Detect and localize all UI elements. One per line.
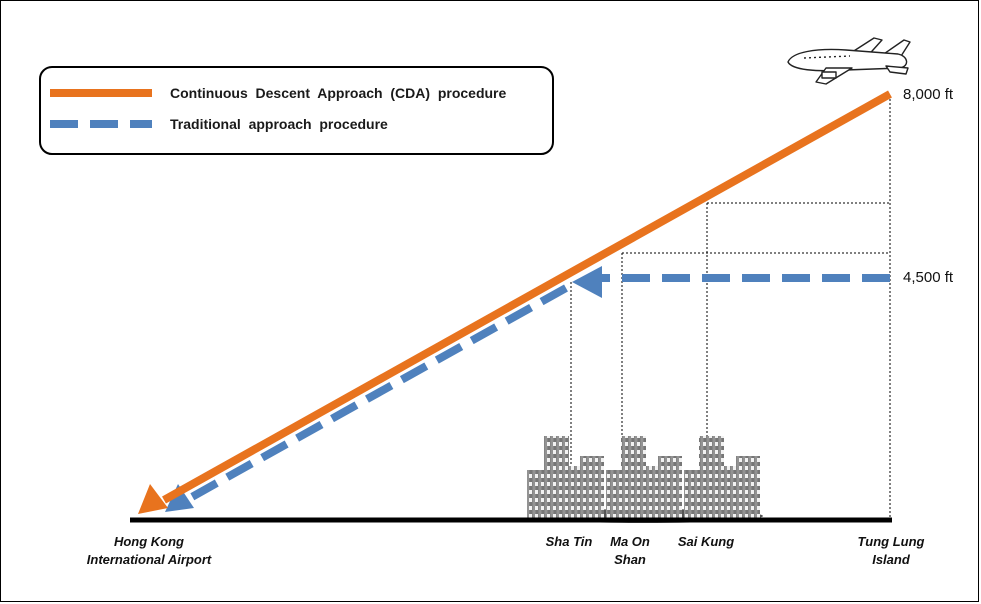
building — [606, 470, 628, 518]
traditional-approach-path — [165, 266, 890, 512]
legend: Continuous Descent Approach (CDA) proced… — [39, 66, 554, 155]
label-sha-tin: Sha Tin — [546, 534, 593, 549]
building — [718, 466, 738, 518]
airplane-icon — [787, 37, 911, 85]
label-hong-kong-airport-line1: Hong Kong — [114, 534, 184, 549]
cda-descent-line — [162, 90, 892, 504]
airplane-engine — [821, 71, 837, 79]
label-tung-lung-line1: Tung Lung — [858, 534, 925, 549]
building — [580, 456, 604, 518]
airplane-stabilizer — [885, 65, 909, 75]
building — [527, 470, 549, 518]
airplane-fuselage — [787, 48, 908, 72]
building — [562, 466, 582, 518]
traditional-level-arrowhead — [572, 266, 602, 298]
legend-cda-label: Continuous Descent Approach (CDA) proced… — [170, 85, 506, 101]
cda-path — [138, 90, 892, 514]
label-ma-on-shan-line1: Ma On — [610, 534, 650, 549]
building — [640, 466, 660, 518]
label-sai-kung: Sai Kung — [678, 534, 734, 549]
building — [658, 456, 682, 518]
label-ma-on-shan-line2: Shan — [614, 552, 646, 567]
city-buildings-icon — [527, 436, 763, 523]
building — [684, 470, 706, 518]
altitude-label-8000: 8,000 ft — [903, 86, 954, 103]
altitude-label-4500: 4,500 ft — [903, 269, 954, 286]
guide-lines — [570, 95, 891, 520]
traditional-descent-arrowhead — [165, 484, 194, 512]
building — [736, 456, 760, 518]
legend-box — [39, 66, 554, 155]
traditional-descent-segment — [188, 284, 568, 502]
cda-arrowhead — [138, 484, 168, 514]
label-tung-lung-line2: Island — [872, 552, 911, 567]
label-hong-kong-airport-line2: International Airport — [87, 552, 212, 567]
legend-traditional-label: Traditional approach procedure — [170, 116, 388, 132]
